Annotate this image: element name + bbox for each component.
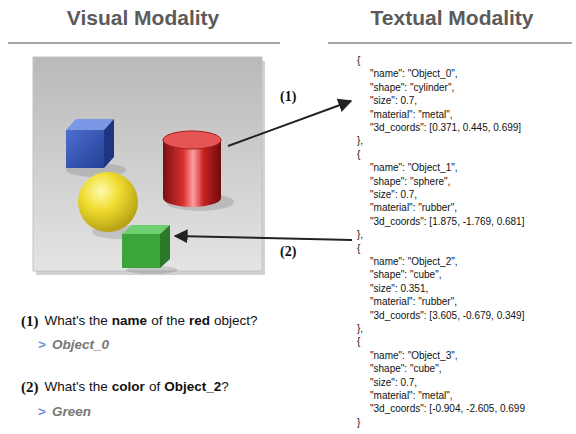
json-line: "name": "Object_0", — [370, 68, 458, 80]
json-line: "name": "Object_2", — [370, 256, 458, 268]
blue-cube — [66, 130, 104, 168]
json-line: "name": "Object_1", — [370, 162, 458, 174]
leader-arrow — [228, 101, 351, 146]
json-line: "shape": "cube", — [370, 269, 441, 281]
question: name — [112, 313, 147, 329]
question: of — [149, 379, 160, 395]
json-line: { — [357, 243, 360, 255]
heading: Textual Modality — [371, 5, 534, 30]
answer: > — [38, 404, 46, 420]
json-line: { — [357, 336, 360, 348]
json-line: "shape": "sphere", — [370, 176, 450, 188]
json-line: } — [357, 417, 360, 429]
question: What's the — [45, 379, 108, 395]
blue-cube — [104, 119, 114, 168]
json-line: "3d_coords": [-0.904, -2.605, 0.699 — [370, 403, 525, 415]
red-cylinder — [163, 131, 221, 149]
json-line: { — [357, 149, 360, 161]
heading: Visual Modality — [67, 5, 220, 30]
json-line: "size": 0.7, — [370, 377, 417, 389]
json-line: "name": "Object_3", — [370, 350, 458, 362]
underline — [328, 42, 572, 44]
green-cube — [160, 225, 170, 268]
json-line: }, — [357, 229, 363, 241]
question: (2) — [21, 378, 39, 396]
json-line: "size": 0.7, — [370, 95, 417, 107]
json-line: "material": "rubber", — [370, 296, 457, 308]
answer: Object_0 — [52, 337, 109, 353]
json-line: "material": "metal", — [370, 390, 453, 402]
answer: > — [38, 337, 46, 353]
json-line: "3d_coords": [3.605, -0.679, 0.349] — [370, 310, 524, 322]
question: (1) — [21, 312, 39, 330]
underline — [8, 42, 280, 44]
leader-arrow — [175, 236, 352, 240]
json-line: "3d_coords": [0.371, 0.445, 0.699] — [370, 122, 521, 134]
json-line: }, — [357, 135, 363, 147]
json-line: "material": "metal", — [370, 109, 453, 121]
json-line: "shape": "cube", — [370, 363, 441, 375]
json-line: "shape": "cylinder", — [370, 82, 454, 94]
question: of the — [151, 313, 185, 329]
callout-number: (2) — [280, 244, 296, 261]
question: Object_2 — [164, 379, 221, 395]
question: ? — [221, 379, 229, 395]
question: red — [189, 313, 210, 329]
render-image — [33, 57, 262, 271]
json-line: }, — [357, 323, 363, 335]
question: What's the — [45, 313, 108, 329]
json-line: "3d_coords": [1.875, -1.769, 0.681] — [370, 216, 524, 228]
green-cube — [122, 234, 160, 268]
json-line: "size": 0.7, — [370, 189, 417, 201]
json-line: "size": 0.351, — [370, 283, 428, 295]
yellow-sphere — [78, 172, 138, 232]
callout-number: (1) — [280, 89, 296, 106]
json-line: "material": "rubber", — [370, 202, 457, 214]
answer: Green — [52, 404, 91, 420]
question: color — [112, 379, 145, 395]
question: object? — [214, 313, 258, 329]
json-line: { — [357, 55, 360, 67]
